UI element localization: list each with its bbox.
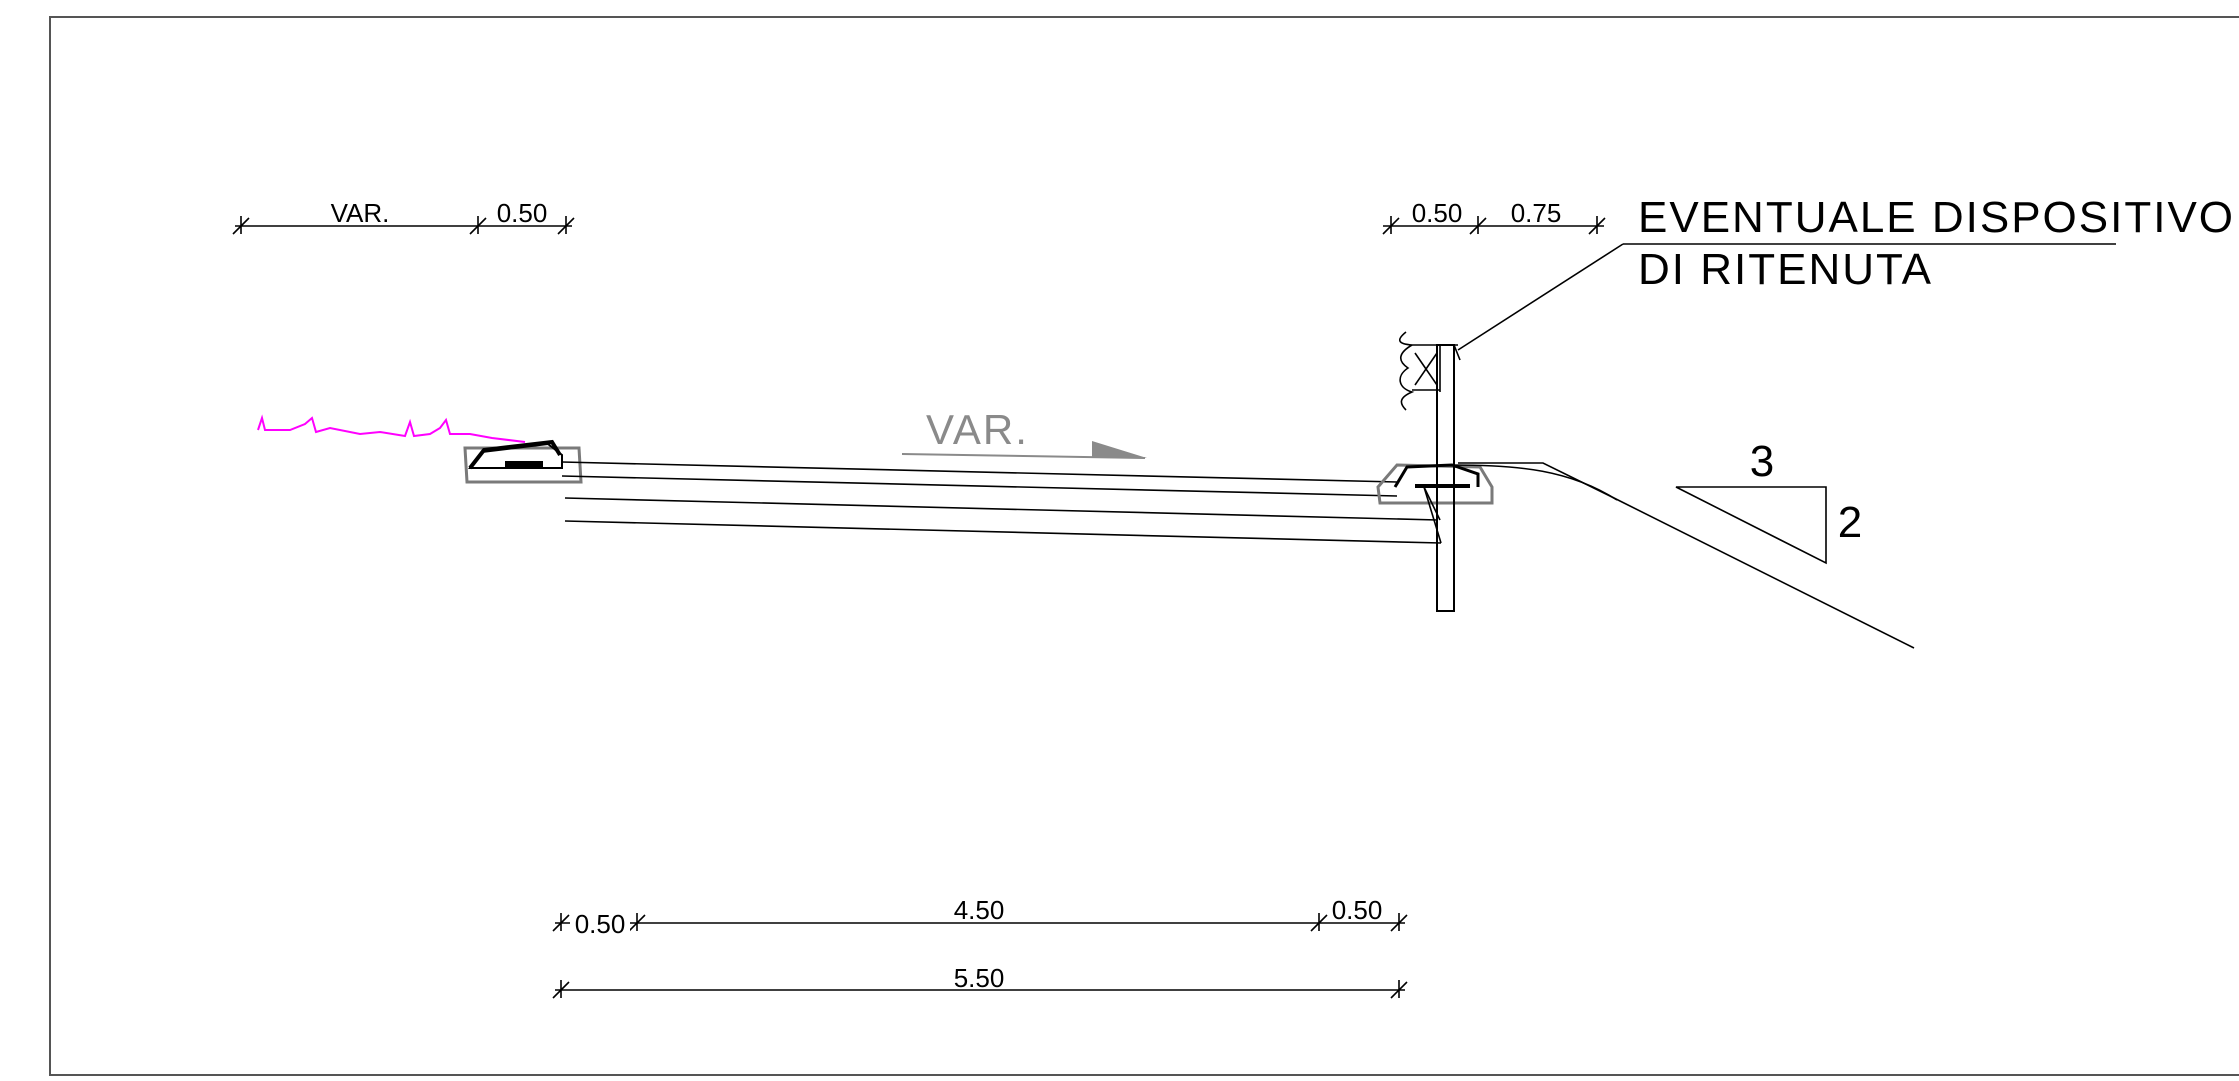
callout-line-1: EVENTUALE DISPOSITIVO: [1638, 193, 2235, 242]
dim-first-right-label: 0.50: [1412, 198, 1463, 228]
restraint-device-callout: EVENTUALE DISPOSITIVO DI RITENUTA: [1457, 193, 2235, 351]
dim-second-right-label: 0.75: [1511, 198, 1562, 228]
slope-arrow-icon: [1092, 441, 1147, 458]
bottom-dimension-chain: 0.50 4.50 0.50: [552, 895, 1408, 940]
right-curb: [1376, 463, 1494, 544]
dim-offset-left-label: 0.50: [497, 198, 548, 228]
road-slope-label: VAR.: [926, 406, 1029, 453]
dim-total-width-label: 5.50: [954, 963, 1005, 993]
embankment: [1451, 462, 1915, 649]
slope-vertical-label: 2: [1838, 498, 1862, 547]
top-right-dimension-chain: 0.50 0.75: [1382, 198, 1606, 235]
top-left-dimension-chain: VAR. 0.50: [232, 198, 575, 235]
dim-right-shoulder-label: 0.50: [1332, 895, 1383, 925]
drawing-frame: [49, 16, 2239, 1076]
left-curb: [463, 439, 583, 484]
dim-var-label: VAR.: [331, 198, 390, 228]
slope-ratio-triangle: 3 2: [1675, 437, 1862, 565]
vegetation-line: [257, 414, 526, 443]
callout-line-2: DI RITENUTA: [1638, 245, 1933, 294]
slope-horizontal-label: 3: [1750, 437, 1774, 486]
dim-carriageway-label: 4.50: [954, 895, 1005, 925]
road-slope-indicator: VAR.: [901, 406, 1147, 459]
dim-left-shoulder-label: 0.50: [575, 909, 626, 939]
total-width-dimension: 5.50: [552, 963, 1408, 999]
guardrail-post: [1399, 331, 1461, 612]
carriageway-layers: [561, 461, 1442, 544]
